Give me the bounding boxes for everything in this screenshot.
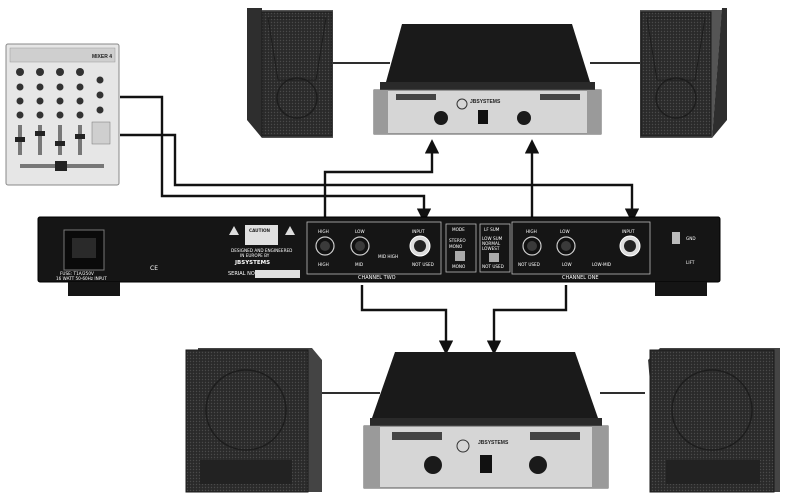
channel-one-panel <box>511 221 651 275</box>
amp-top-brand: JBSYSTEMS <box>470 99 501 105</box>
lf-sum-label: LF SUM <box>484 227 500 232</box>
subwoofer-bottom-right <box>648 348 780 493</box>
mixer: MIXER 4 <box>5 43 120 186</box>
ch1-xlr-low <box>556 236 576 256</box>
gnd-label: GND <box>686 236 696 241</box>
gnd-lift-switch <box>672 232 680 244</box>
mixer-channel-strips <box>15 68 111 171</box>
shock-warning-icon <box>285 226 295 235</box>
amp-bottom-left-knob <box>424 456 442 474</box>
ch2-xlr-low <box>350 236 370 256</box>
mode-switch <box>455 251 465 261</box>
serial-label: SERIAL NO. <box>228 271 257 277</box>
amp-top-power-switch <box>478 110 488 124</box>
ch2-jack-label-high: HIGH <box>318 229 329 234</box>
lf-not-used-label: NOT USED <box>482 264 504 269</box>
channel-two-label: CHANNEL TWO <box>358 275 396 281</box>
speaker-top-left <box>247 8 333 138</box>
warning-icon <box>229 226 239 235</box>
amp-bottom-right-knob <box>529 456 547 474</box>
ch1-sub-label-low: LOW <box>562 262 572 267</box>
cable-mixer-to-ch2-input <box>120 95 432 223</box>
crossover-unit: FUSE: T1A/250V 16 WATT 50-60Hz INPUT CE … <box>37 216 721 296</box>
mixer-brand: MIXER 4 <box>92 54 112 60</box>
ch1-xlr-high <box>522 236 542 256</box>
ch1-jack-label-high: HIGH <box>526 229 537 234</box>
cable-ch1-low-to-bottom-amp <box>486 285 568 355</box>
lf-sum-panel <box>479 223 511 273</box>
ch2-sub-label-high: HIGH <box>318 262 329 267</box>
amp-top-left-knob <box>434 111 448 125</box>
ch2-jack-label-low: LOW <box>355 229 365 234</box>
caution-label: CAUTION <box>249 228 271 233</box>
ch2-sub-label-not-used: NOT USED <box>412 262 434 267</box>
mode-opt-mono: MONO <box>449 244 463 249</box>
amp-bottom-brand: JBSYSTEMS <box>478 440 509 446</box>
mode-panel <box>445 223 477 273</box>
ch1-jack-label-low: LOW <box>560 229 570 234</box>
amplifier-bottom: JBSYSTEMS <box>363 352 609 489</box>
channel-one-label: CHANNEL ONE <box>562 275 599 281</box>
ch1-sub-label-low-mid: LOW-MID <box>592 262 611 267</box>
ch2-jack-label-input: INPUT <box>412 229 425 234</box>
lift-label: LIFT <box>686 260 695 265</box>
ch2-extra-label: MID HIGH <box>378 254 398 259</box>
ch1-jack-label-input: INPUT <box>622 229 635 234</box>
cable-ch2-high-to-top-amp <box>323 139 440 224</box>
lf-opt-normal: NORMAL <box>482 241 501 246</box>
ch1-xlr-input <box>619 235 641 257</box>
cable-ch2-low-to-bottom-amp <box>360 285 454 355</box>
amp-top-right-knob <box>517 111 531 125</box>
ch2-sub-label-mid: MID <box>355 262 363 267</box>
amplifier-top: JBSYSTEMS <box>373 24 602 135</box>
crossover-brand: JBSYSTEMS <box>234 260 270 266</box>
power-label-2: 16 WATT 50-60Hz INPUT <box>56 276 107 281</box>
channel-two-panel <box>306 221 442 275</box>
lf-sum-switch <box>489 253 499 262</box>
mode-opt-stereo: STEREO <box>449 238 466 243</box>
lf-opt-low-sum: LOW SUM <box>482 236 503 241</box>
subwoofer-bottom-left <box>185 348 322 493</box>
cable-mixer-to-ch1-input <box>120 133 640 223</box>
lf-opt-lowest: LOWEST <box>482 246 500 251</box>
ce-mark: CE <box>150 265 158 272</box>
designed-line-1: DESIGNED AND ENGINEERED <box>231 248 292 253</box>
ch2-xlr-input <box>409 235 431 257</box>
power-label: FUSE: T1A/250V <box>60 271 94 276</box>
ch1-sub-label-not-used: NOT USED <box>518 262 540 267</box>
designed-line-2: IN EUROPE BY <box>240 253 270 258</box>
speaker-top-right <box>640 8 727 138</box>
mono-label: MONO <box>452 264 466 269</box>
cables <box>120 62 645 394</box>
amp-bottom-power-switch <box>480 455 492 473</box>
mode-label: MODE <box>452 227 465 232</box>
ch2-xlr-high <box>315 236 335 256</box>
